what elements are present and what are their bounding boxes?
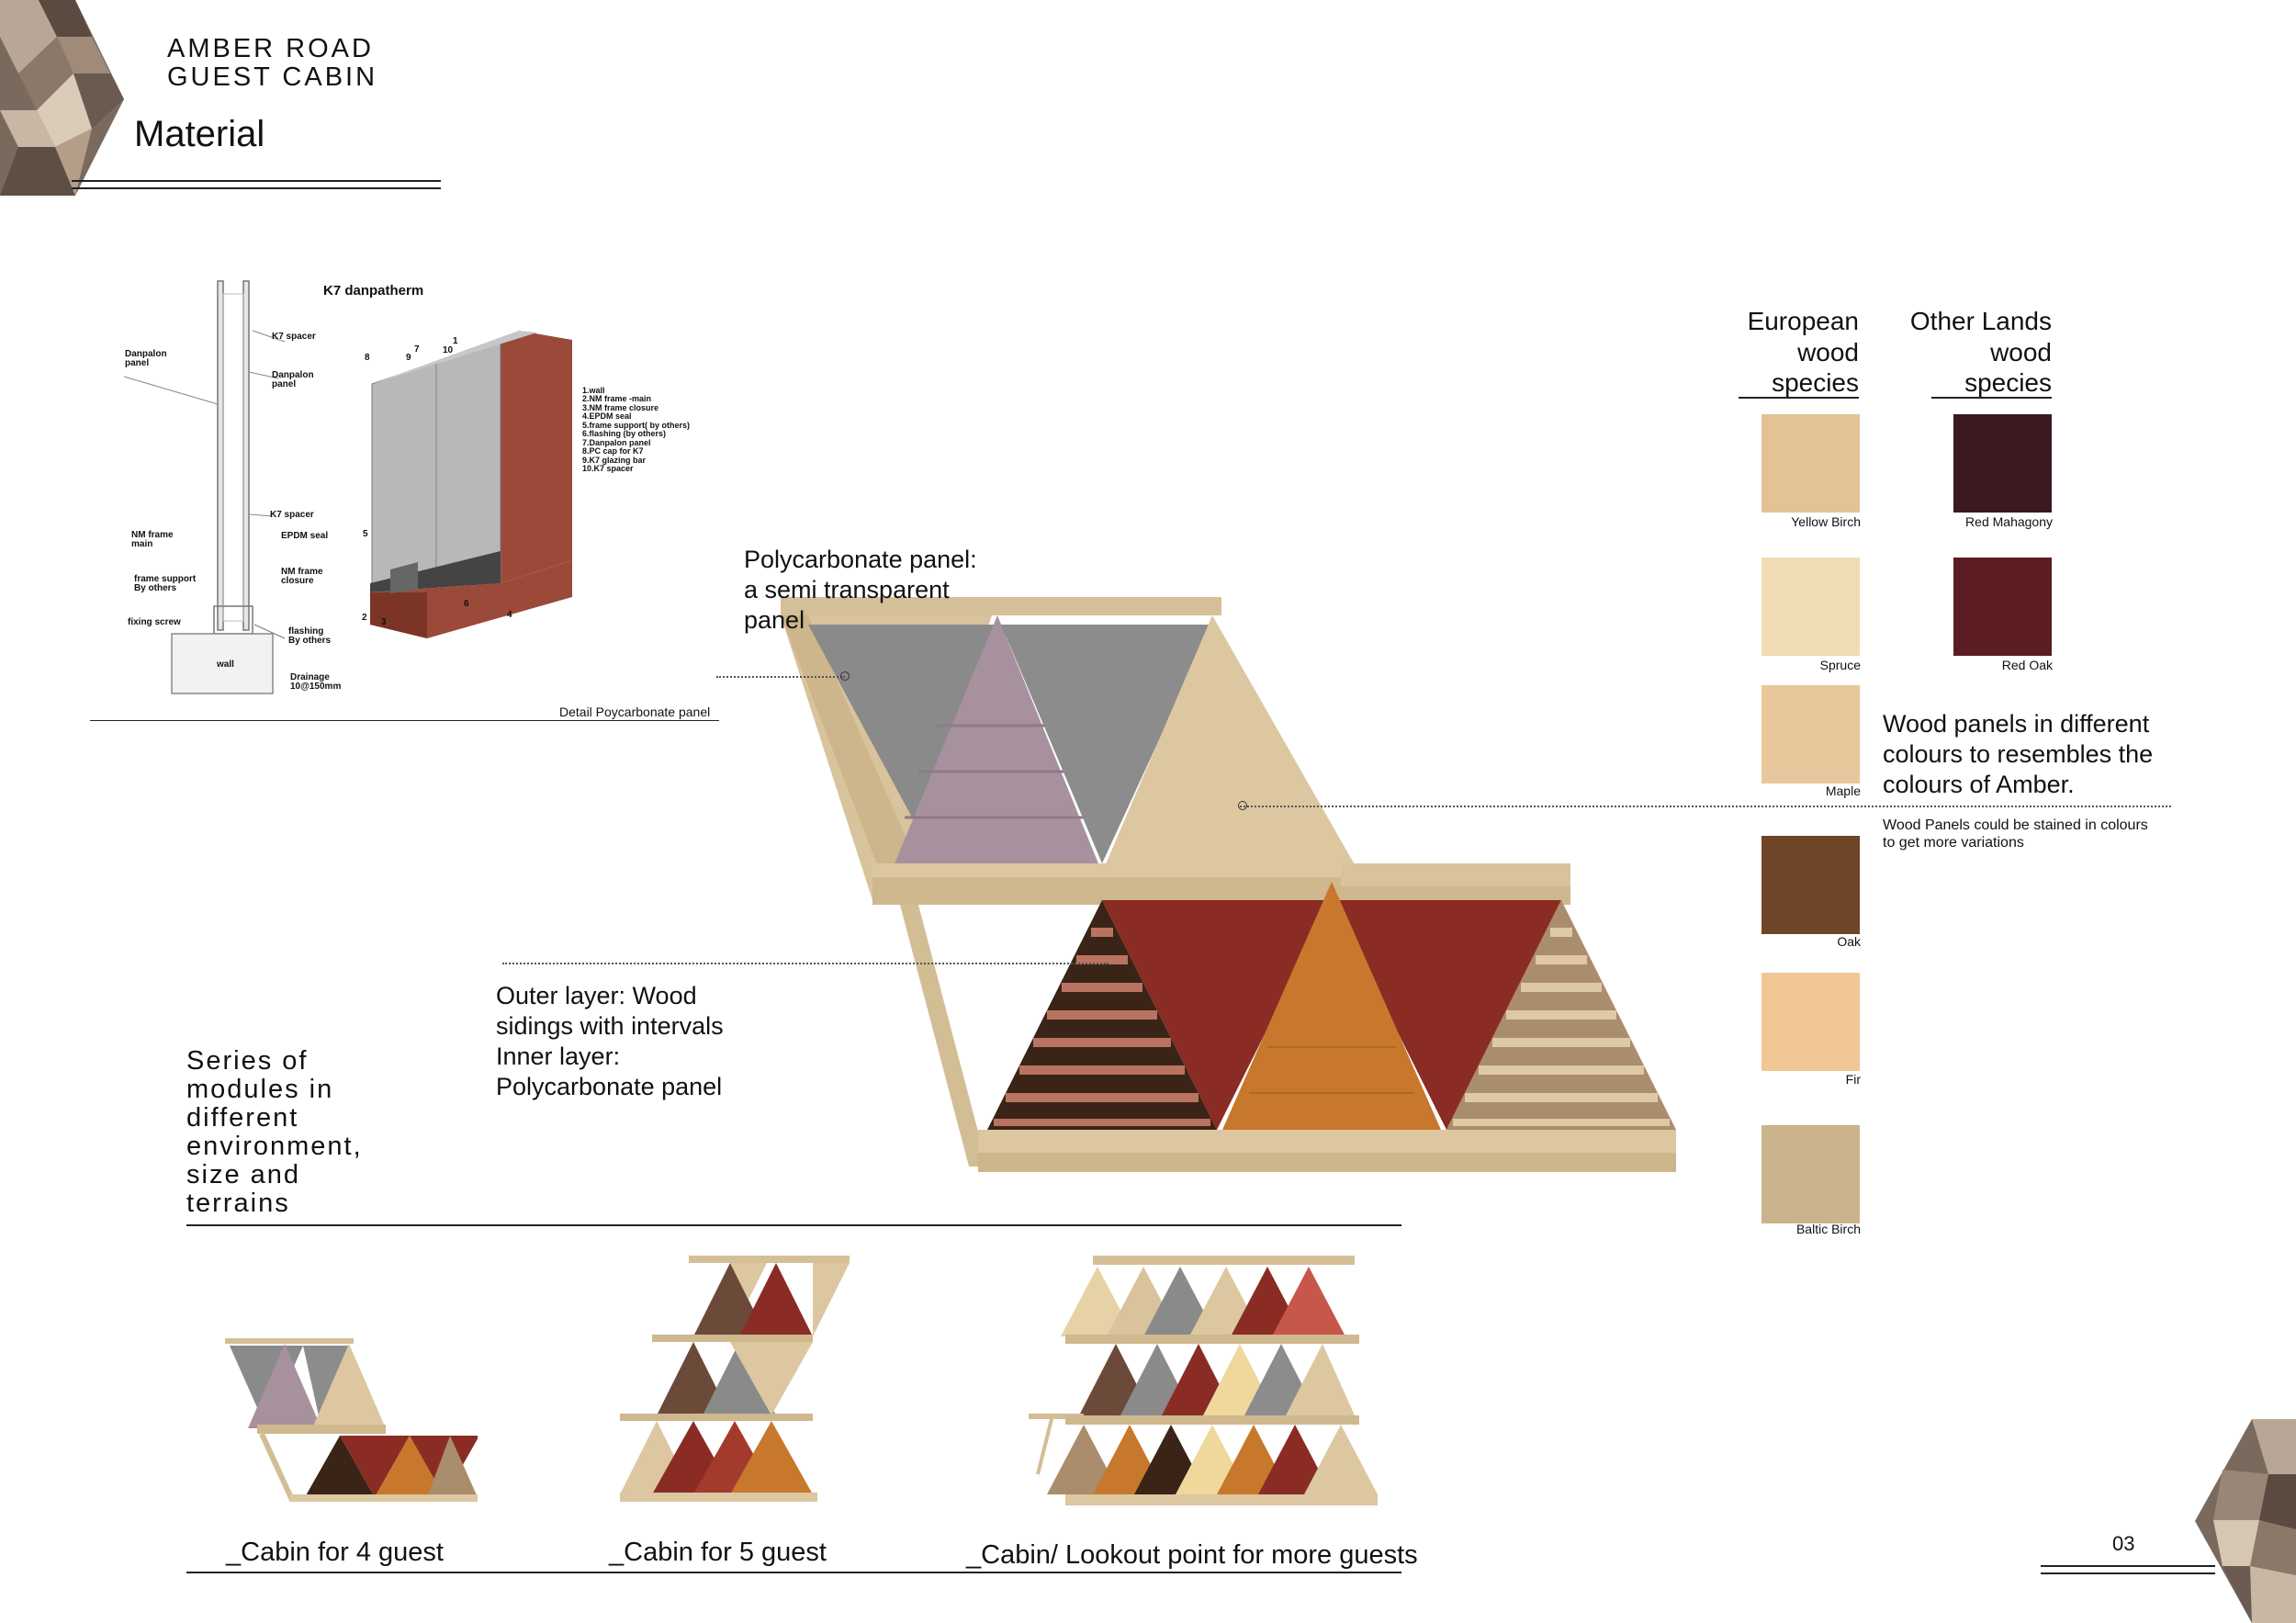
- cabin-lookout-caption: _Cabin/ Lookout point for more guests: [966, 1540, 1418, 1570]
- series-rule: [186, 1224, 1401, 1226]
- cabin-4-guest-render: [225, 1338, 478, 1502]
- wood-panels-leader: [1240, 806, 2171, 807]
- section-title: Material: [134, 114, 265, 154]
- detail-caption-rule: [90, 720, 719, 721]
- cabin-4-caption: _Cabin for 4 guest: [226, 1538, 444, 1567]
- detail-caption: Detail Poycarbonate panel: [559, 704, 711, 719]
- series-annotation: Series of modules in different environme…: [186, 1046, 363, 1219]
- cabins-rule: [186, 1572, 1401, 1573]
- label-epdm-seal: EPDM seal: [281, 531, 329, 541]
- leader-dot: [840, 671, 850, 681]
- detail-number: 9: [406, 353, 411, 363]
- label-flashing: flashing By others: [288, 626, 332, 646]
- project-title: AMBER ROAD GUEST CABIN: [167, 34, 378, 93]
- label-nm-frame-main: NM frame main: [131, 530, 174, 549]
- detail-number: 3: [381, 617, 387, 627]
- polycarbonate-annotation: Polycarbonate panel: a semi transparent …: [744, 546, 977, 634]
- european-wood-heading: European wood species: [1747, 307, 1859, 398]
- page-rule-1: [2041, 1565, 2215, 1567]
- wood-panels-annotation: Wood panels in different colours to rese…: [1883, 710, 2154, 798]
- label-danpalon-right: Danpalon panel: [272, 370, 314, 389]
- wood-swatch-baltic-birch: [1761, 1125, 1860, 1223]
- hex-pattern-top-left: [0, 0, 124, 196]
- label-nm-frame-closure: NM frame closure: [281, 567, 323, 586]
- wood-label: Oak: [1837, 934, 1861, 949]
- cabin-5-caption: _Cabin for 5 guest: [609, 1538, 827, 1567]
- header-rule-2: [72, 187, 441, 189]
- wood-label: Spruce: [1819, 658, 1861, 672]
- wood-label: Maple: [1825, 783, 1861, 798]
- label-wall: wall: [217, 659, 234, 670]
- detail-number: 2: [362, 613, 367, 623]
- label-fixing-screw: fixing screw: [128, 617, 181, 627]
- cabin-lookout-render: [1029, 1256, 1378, 1505]
- wood-swatch-red-oak: [1953, 558, 2052, 656]
- outer-layer-leader: [502, 963, 1109, 964]
- wood-swatch-red-mahagony: [1953, 414, 2052, 513]
- cabin-main-render: [781, 597, 1676, 1172]
- detail-number: 5: [363, 529, 368, 539]
- european-heading-rule: [1739, 397, 1859, 399]
- cabin-5-guest-render: [620, 1256, 850, 1502]
- label-k7-spacer-top: K7 spacer: [272, 332, 316, 342]
- wood-label: Red Oak: [2001, 658, 2053, 672]
- header-rule-1: [72, 180, 441, 182]
- label-danpalon-left: Danpalon panel: [125, 349, 167, 368]
- other-heading-rule: [1931, 397, 2052, 399]
- wood-label: Baltic Birch: [1795, 1222, 1861, 1236]
- wood-swatch-fir: [1761, 973, 1860, 1071]
- wood-swatch-yellow-birch: [1761, 414, 1860, 513]
- wood-label: Yellow Birch: [1791, 514, 1861, 529]
- wood-label: Fir: [1845, 1072, 1861, 1087]
- wood-stain-annotation: Wood Panels could be stained in colours …: [1883, 817, 2148, 851]
- outer-layer-annotation: Outer layer: Wood sidings with intervals…: [496, 982, 724, 1100]
- leader-dot: [1238, 801, 1247, 810]
- wood-swatch-maple: [1761, 685, 1860, 783]
- label-frame-support: frame support By others: [134, 574, 197, 593]
- label-drainage: Drainage 10@150mm: [290, 672, 342, 692]
- page-number: 03: [2112, 1532, 2135, 1555]
- label-k7-spacer-mid: K7 spacer: [270, 510, 314, 520]
- polycarbonate-detail-drawing: [123, 280, 572, 694]
- detail-number: 7: [414, 344, 420, 355]
- detail-number: 10: [443, 345, 454, 355]
- detail-heading: K7 danpatherm: [323, 283, 424, 299]
- detail-legend: 1.wall 2.NM frame -main 3.NM frame closu…: [582, 386, 691, 473]
- wood-swatch-spruce: [1761, 558, 1860, 656]
- page-rule-2: [2041, 1572, 2215, 1574]
- detail-number: 4: [507, 610, 512, 620]
- other-wood-heading: Other Lands wood species: [1909, 307, 2052, 398]
- wood-swatch-oak: [1761, 836, 1860, 934]
- detail-number: 6: [464, 599, 469, 609]
- detail-number: 8: [365, 353, 370, 363]
- polycarbonate-leader: [716, 676, 845, 678]
- wood-label: Red Mahagony: [1965, 514, 2053, 529]
- hex-pattern-bottom-right: [2195, 1419, 2296, 1623]
- detail-number: 1: [453, 336, 458, 346]
